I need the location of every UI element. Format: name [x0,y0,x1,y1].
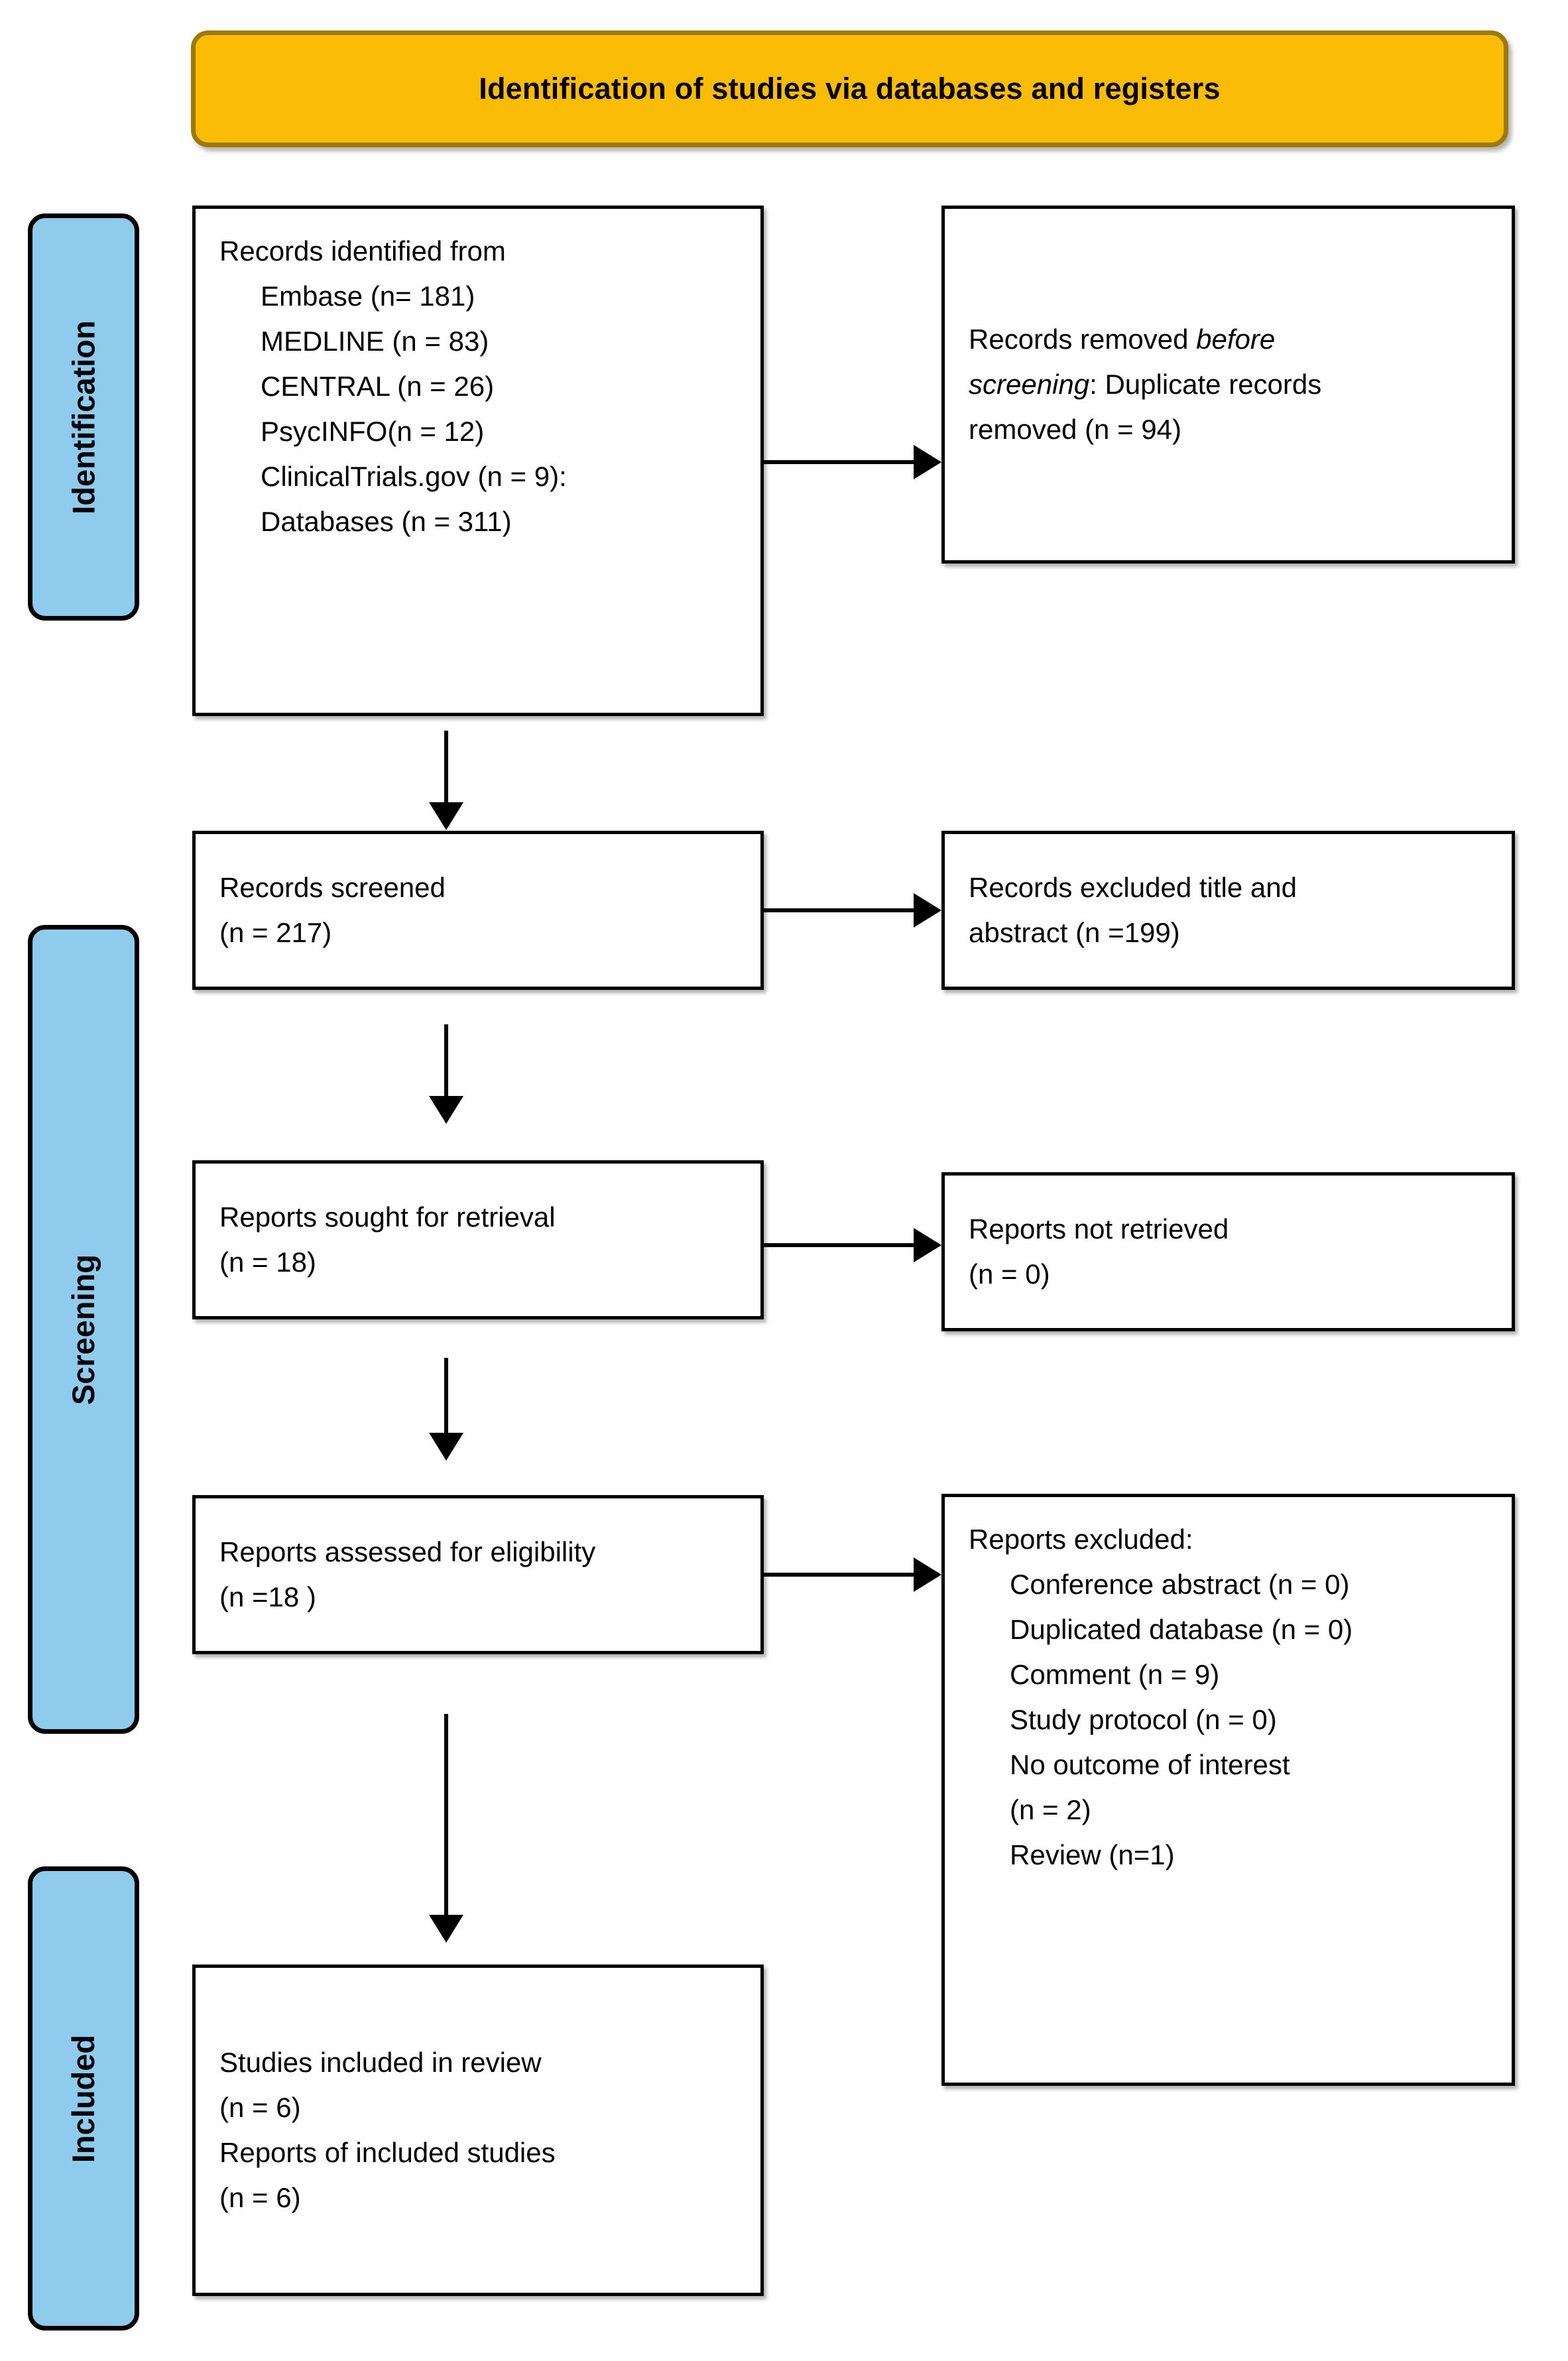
stage-label-screening-text: Screening [66,1254,101,1405]
source-embase: Embase (n= 181) [261,280,475,312]
box-reports-excluded-reasons: Reports excluded: Conference abstract (n… [941,1494,1515,2086]
source-medline: MEDLINE (n = 83) [261,326,489,357]
arrow-head [914,445,941,479]
arrow-head [914,893,941,928]
reports-not-retrieved-label: Reports not retrieved [969,1213,1229,1244]
arrow-head [914,1557,941,1592]
stage-label-included: Included [28,1866,139,2331]
stage-label-identification: Identification [28,213,139,621]
arrow-shaft [444,1024,448,1096]
reports-excluded-heading: Reports excluded: [969,1524,1193,1555]
reports-included-count: (n = 6) [219,2182,301,2214]
studies-included-label: Studies included in review [219,2046,542,2078]
records-removed-line-3: removed (n = 94) [969,414,1181,446]
arrow-shaft [764,460,914,464]
records-removed-line-2-rest: : Duplicate records [1089,368,1322,400]
arrow-head [429,1915,463,1943]
source-clinicaltrials: ClinicalTrials.gov (n = 9): [261,461,567,493]
diagram-header-banner: Identification of studies via databases … [191,30,1508,147]
box-records-screened: Records screened (n = 217) [192,831,764,990]
records-removed-line-1: Records removed before [969,317,1488,362]
stage-label-identification-text: Identification [66,320,101,515]
records-screened-label: Records screened [219,871,446,903]
box-records-removed-content: Records removed before screening: Duplic… [945,317,1512,452]
records-removed-italic-screening: screening [969,368,1090,400]
box-reports-sought-content: Reports sought for retrieval (n = 18) [196,1195,760,1285]
reason-no-outcome-of-interest: No outcome of interest [1010,1749,1290,1781]
box-reports-not-retrieved-content: Reports not retrieved (n = 0) [945,1207,1512,1297]
arrow-shaft [444,1714,448,1915]
arrow-shaft [764,1243,914,1247]
reason-duplicated-database: Duplicated database (n = 0) [1010,1614,1353,1646]
reason-study-protocol: Study protocol (n = 0) [1010,1704,1277,1736]
reports-sought-label: Reports sought for retrieval [219,1201,556,1233]
box-reports-assessed: Reports assessed for eligibility (n =18 … [192,1495,764,1654]
reports-assessed-label: Reports assessed for eligibility [219,1536,596,1567]
records-screened-count: (n = 217) [219,917,332,948]
arrow-shaft [444,731,448,802]
reports-not-retrieved-count: (n = 0) [969,1258,1050,1290]
records-removed-line-2: screening: Duplicate records [969,362,1488,407]
records-identified-heading: Records identified from [219,235,506,267]
reason-review: Review (n=1) [1010,1839,1175,1871]
studies-included-count: (n = 6) [219,2091,301,2123]
reports-sought-count: (n = 18) [219,1246,316,1278]
box-reports-sought: Reports sought for retrieval (n = 18) [192,1160,764,1319]
source-databases-total: Databases (n = 311) [261,506,512,538]
box-records-screened-content: Records screened (n = 217) [196,865,760,955]
reason-conference-abstract: Conference abstract (n = 0) [1010,1569,1350,1601]
arrow-head [429,1433,463,1461]
reports-included-label: Reports of included studies [219,2137,556,2168]
source-central: CENTRAL (n = 26) [261,371,495,402]
reports-assessed-count: (n =18 ) [219,1581,316,1612]
records-removed-prefix: Records removed [969,323,1197,355]
reason-comment: Comment (n = 9) [1010,1659,1220,1691]
box-reports-not-retrieved: Reports not retrieved (n = 0) [941,1172,1515,1331]
arrow-shaft [444,1358,448,1433]
box-records-excluded-title-abstract: Records excluded title and abstract (n =… [941,831,1515,990]
box-studies-included: Studies included in review (n = 6) Repor… [192,1965,764,2296]
box-records-excluded-title-abstract-content: Records excluded title and abstract (n =… [945,865,1512,955]
box-records-identified: Records identified from Embase (n= 181) … [192,206,764,716]
stage-label-screening: Screening [28,925,139,1734]
records-excluded-label: Records excluded title and [969,871,1297,903]
reason-no-outcome-of-interest-count: (n = 2) [1010,1794,1091,1826]
box-reports-assessed-content: Reports assessed for eligibility (n =18 … [196,1530,760,1620]
arrow-head [914,1228,941,1262]
box-reports-excluded-reasons-content: Reports excluded: Conference abstract (n… [945,1497,1512,1878]
source-psycinfo: PsycINFO(n = 12) [261,416,485,448]
records-removed-italic-before: before [1196,323,1276,355]
diagram-title: Identification of studies via databases … [479,72,1221,105]
arrow-shaft [764,1573,914,1577]
box-records-removed: Records removed before screening: Duplic… [941,206,1515,564]
records-excluded-count: abstract (n =199) [969,917,1180,948]
box-records-identified-content: Records identified from Embase (n= 181) … [196,209,760,544]
box-studies-included-content: Studies included in review (n = 6) Repor… [196,2040,760,2220]
stage-label-included-text: Included [66,2034,101,2163]
arrow-head [429,1096,463,1124]
arrow-head [429,802,463,830]
arrow-shaft [764,908,914,912]
